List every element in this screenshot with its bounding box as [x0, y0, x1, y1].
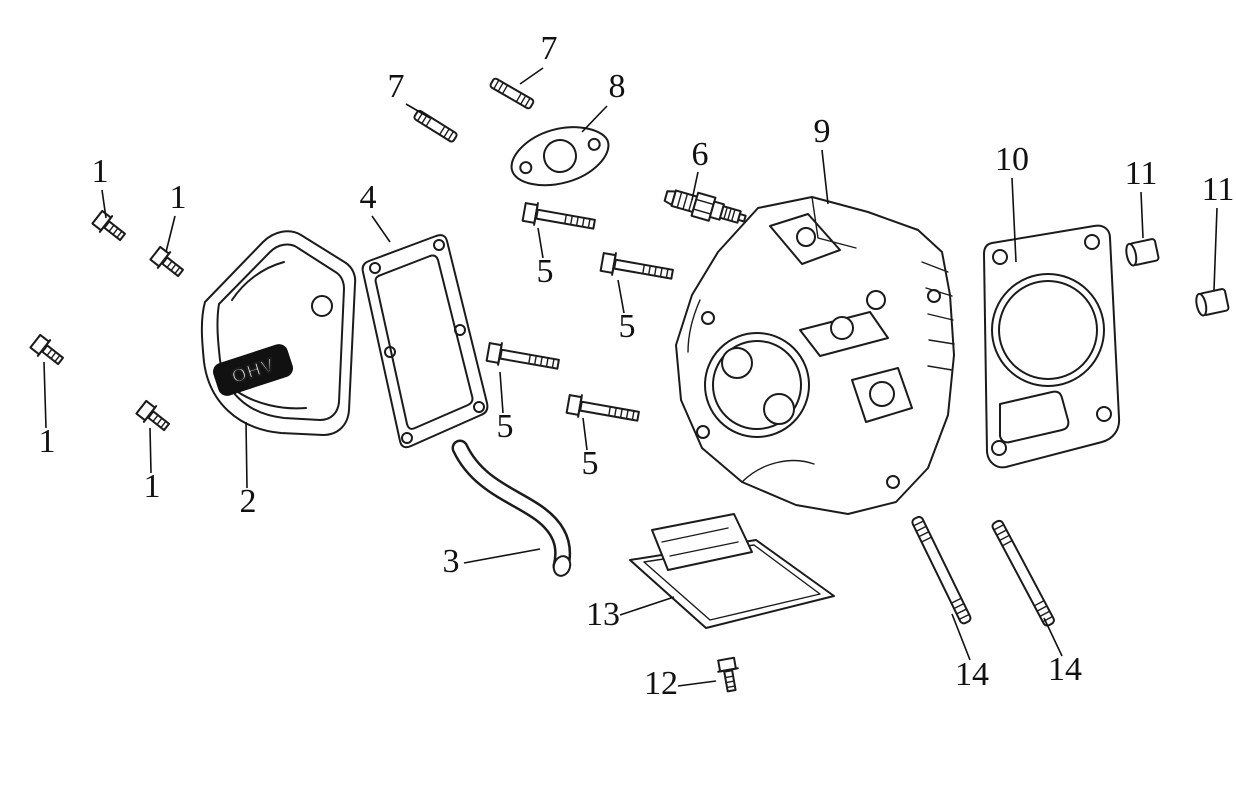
part-12-screw: [715, 656, 743, 694]
part-1-flange-bolts: [28, 208, 188, 436]
part-number-label-12: 12: [644, 665, 678, 702]
part-number-label-4: 4: [360, 179, 377, 216]
part-number-label-1: 1: [170, 179, 187, 216]
part-number-label-7: 7: [388, 68, 405, 105]
part-number-label-9: 9: [814, 113, 831, 150]
leader-line-part-5: [582, 417, 588, 451]
part-11-dowel-pins: [1123, 237, 1231, 318]
leader-line-part-1: [101, 189, 107, 219]
leader-line-part-1: [149, 427, 152, 474]
leader-line-part-4: [371, 215, 391, 243]
part-number-label-1: 1: [144, 468, 161, 505]
part-number-label-11: 11: [1125, 155, 1158, 192]
leader-line-part-5: [537, 227, 544, 259]
part-number-label-8: 8: [609, 68, 626, 105]
leader-line-part-8: [581, 105, 608, 133]
part-number-label-6: 6: [692, 136, 709, 173]
part-7-studs: [412, 76, 536, 144]
part-13-heat-shield: [629, 513, 835, 629]
part-number-label-1: 1: [39, 423, 56, 460]
part-number-label-13: 13: [586, 596, 620, 633]
leader-line-part-6: [691, 171, 699, 201]
part-10-head-gasket: [983, 224, 1121, 469]
part-number-label-10: 10: [995, 141, 1029, 178]
part-number-label-1: 1: [92, 153, 109, 190]
leader-line-part-13: [619, 596, 675, 616]
part-3-breather-tube: [451, 439, 572, 577]
part-2-valve-cover: OHV: [200, 230, 357, 436]
leader-line-part-14: [951, 613, 971, 661]
leader-line-part-14: [1043, 617, 1063, 657]
leader-line-part-7: [405, 103, 431, 119]
leader-line-part-1: [43, 361, 47, 429]
part-number-label-11: 11: [1202, 171, 1235, 208]
leader-line-part-11: [1213, 207, 1218, 291]
part-number-label-14: 14: [955, 656, 989, 693]
part-9-cylinder-head: [675, 196, 955, 515]
part-8-exhaust-gasket: [510, 126, 610, 187]
leader-line-part-11: [1140, 191, 1144, 239]
leader-line-part-9: [821, 149, 829, 205]
part-number-label-5: 5: [582, 445, 599, 482]
part-number-label-5: 5: [619, 308, 636, 345]
leader-line-part-3: [463, 548, 541, 564]
leader-line-part-7: [519, 67, 544, 85]
part-number-label-5: 5: [537, 253, 554, 290]
leader-line-part-2: [245, 421, 248, 489]
leader-line-part-10: [1011, 177, 1017, 263]
part-4-valve-cover-gasket: [361, 234, 489, 449]
part-5-head-cover-bolts: [485, 200, 676, 429]
part-number-label-14: 14: [1048, 651, 1082, 688]
leader-line-part-1: [165, 215, 176, 253]
leader-line-part-12: [677, 680, 717, 687]
leader-line-part-5: [499, 371, 504, 414]
part-number-label-3: 3: [443, 543, 460, 580]
leader-line-part-5: [617, 279, 625, 314]
part-number-label-5: 5: [497, 408, 514, 445]
part-14-long-studs: [910, 514, 1057, 629]
part-number-label-2: 2: [240, 483, 257, 520]
part-6-spark-plug: [663, 189, 747, 224]
part-number-label-7: 7: [541, 30, 558, 67]
